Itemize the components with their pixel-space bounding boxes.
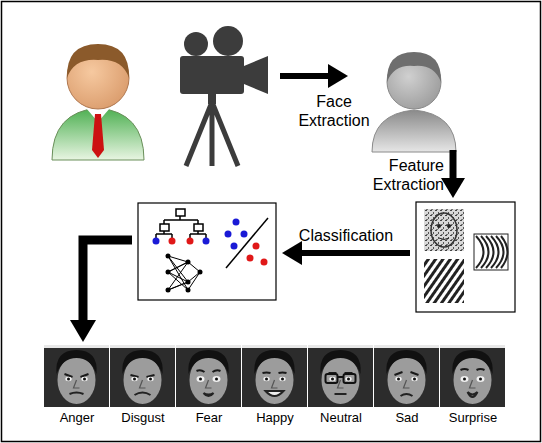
step-label: Classification — [284, 226, 408, 245]
step-label: Feature Extraction — [356, 156, 444, 194]
face-photo — [440, 345, 505, 407]
face-photo — [176, 345, 241, 407]
emotion-face: Fear — [176, 345, 242, 425]
extracted-face-icon — [372, 52, 456, 152]
step-label: Face Extraction — [292, 92, 376, 130]
camera-icon — [180, 26, 268, 166]
emotion-label: Anger — [44, 410, 110, 425]
face-photo — [242, 345, 307, 407]
face-photo — [374, 345, 439, 407]
emotion-face: Sad — [374, 345, 440, 425]
emotion-label: Happy — [242, 410, 308, 425]
person-icon — [52, 44, 144, 160]
emotion-face: Disgust — [110, 345, 176, 425]
feature-box — [416, 202, 515, 312]
emotion-face: Happy — [242, 345, 308, 425]
emotion-label: Fear — [176, 410, 242, 425]
emotion-label: Surprise — [440, 410, 506, 425]
emotion-face: Anger — [44, 345, 110, 425]
face-photo — [308, 345, 373, 407]
emotion-label: Sad — [374, 410, 440, 425]
emotion-face: Neutral — [308, 345, 374, 425]
face-photo — [44, 345, 109, 407]
emotion-label: Disgust — [110, 410, 176, 425]
flow-arrow — [70, 64, 465, 342]
face-photo — [110, 345, 175, 407]
emotion-face: Surprise — [440, 345, 506, 425]
classifier-box — [138, 203, 276, 300]
emotion-label: Neutral — [308, 410, 374, 425]
